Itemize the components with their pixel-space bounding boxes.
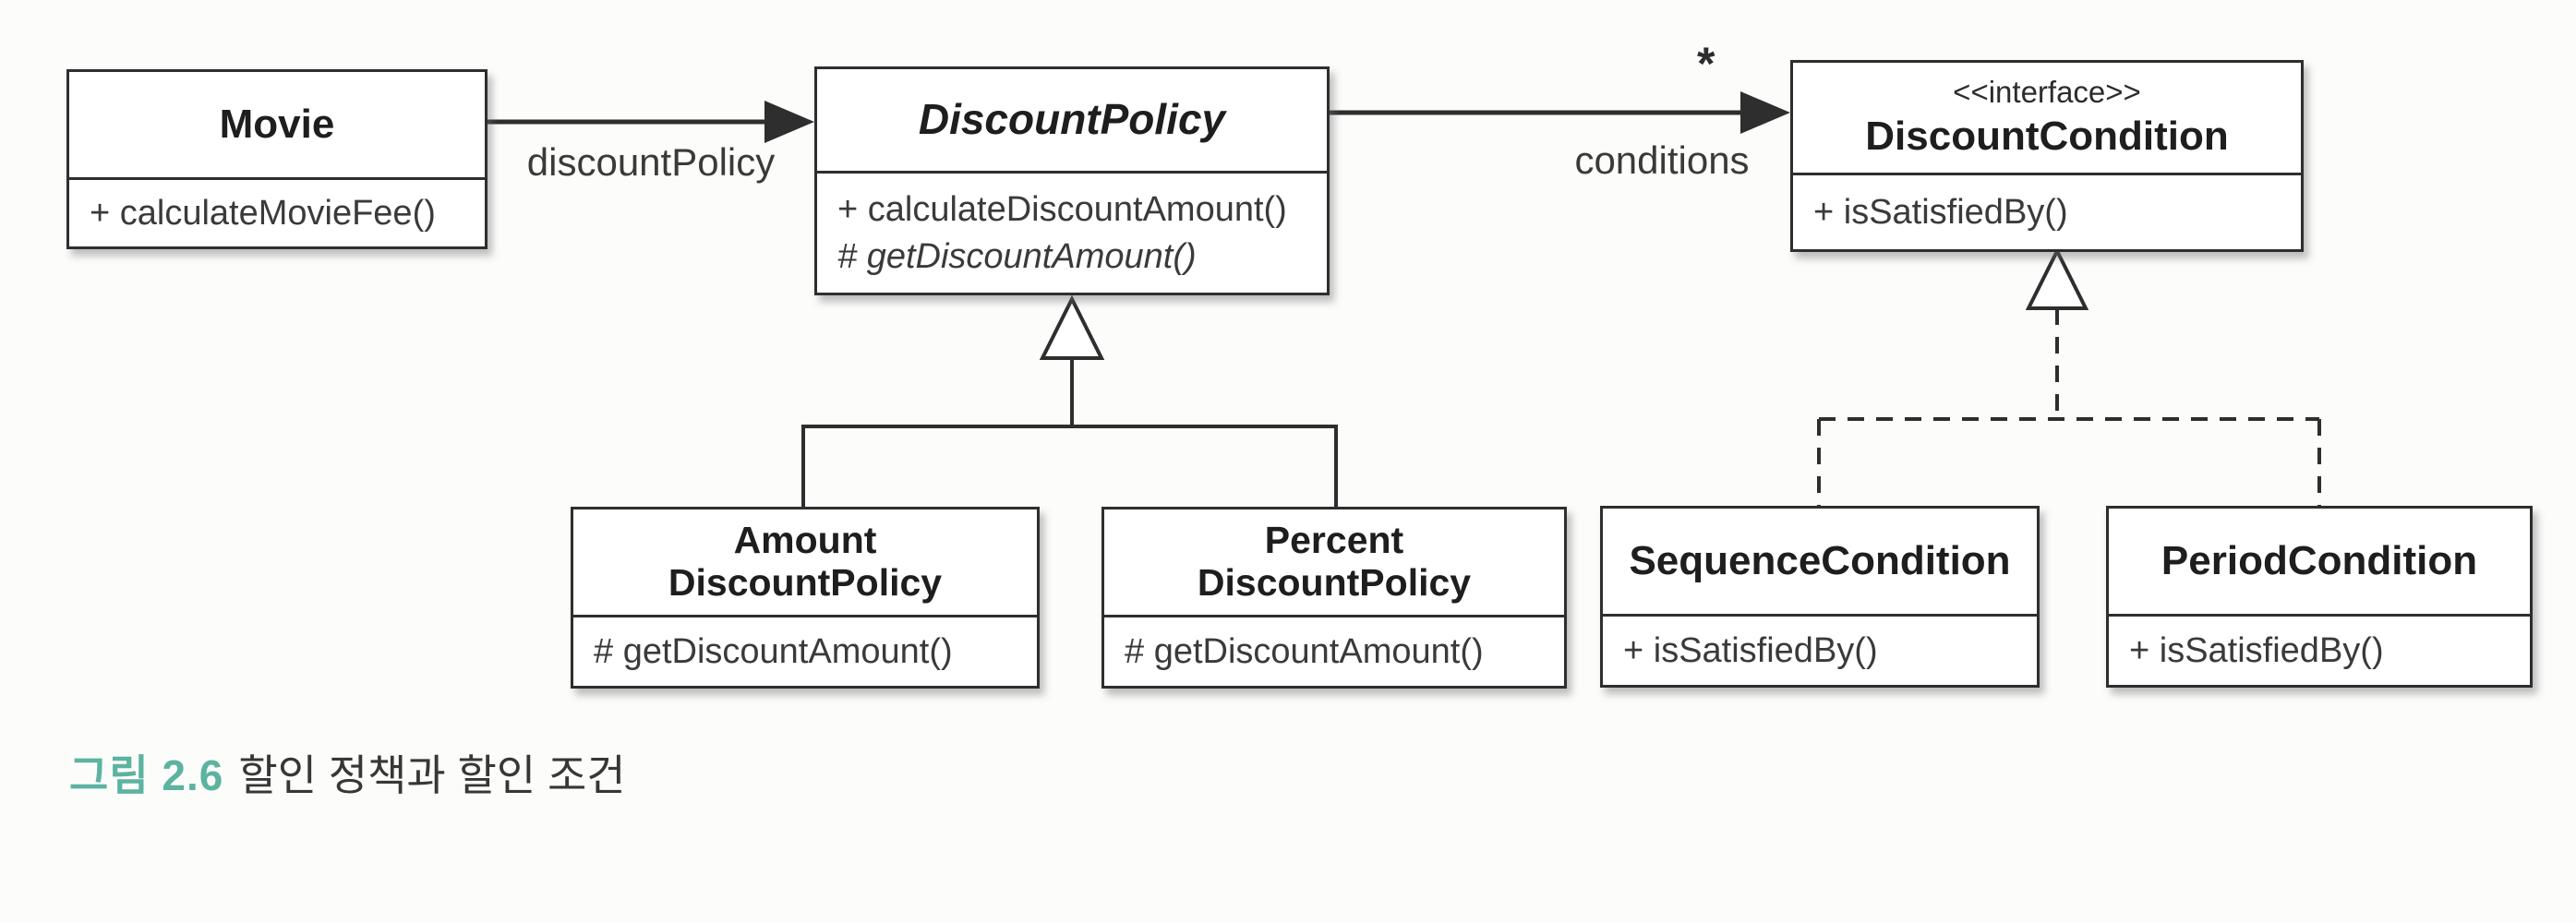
class-box-movie: Movie + calculateMovieFee() bbox=[66, 69, 488, 249]
figure-caption-label: 그림 2.6 bbox=[69, 751, 224, 799]
arrowhead-icon bbox=[1740, 91, 1790, 134]
class-name: Amount DiscountPolicy bbox=[573, 509, 1037, 617]
class-method: # getDiscountAmount() bbox=[837, 236, 1197, 276]
class-box-sequence-condition: SequenceCondition + isSatisfiedBy() bbox=[1600, 506, 2040, 688]
class-name: SequenceCondition bbox=[1603, 509, 2037, 617]
class-methods: # getDiscountAmount() bbox=[1104, 617, 1564, 686]
class-box-period-condition: PeriodCondition + isSatisfiedBy() bbox=[2106, 506, 2533, 688]
class-box-discount-policy: DiscountPolicy + calculateDiscountAmount… bbox=[814, 66, 1330, 295]
association-label-discountpolicy: discountPolicy bbox=[526, 140, 776, 184]
class-method: # getDiscountAmount() bbox=[1125, 631, 1484, 671]
figure-caption: 그림 2.6 할인 정책과 할인 조건 bbox=[69, 742, 626, 803]
generalization-triangle-icon bbox=[1039, 294, 1105, 360]
class-method: + calculateDiscountAmount() bbox=[837, 190, 1287, 230]
class-method: + isSatisfiedBy() bbox=[1623, 630, 1878, 670]
class-methods: + calculateDiscountAmount() # getDiscoun… bbox=[817, 174, 1327, 293]
class-box-discount-condition: <<interface>> DiscountCondition + isSati… bbox=[1790, 60, 2304, 252]
class-name: DiscountCondition bbox=[1865, 114, 2229, 160]
class-stereotype: <<interface>> bbox=[1953, 75, 2141, 110]
multiplicity-star: * bbox=[1697, 38, 1715, 90]
figure-caption-text: 할인 정책과 할인 조건 bbox=[238, 751, 626, 799]
class-method: # getDiscountAmount() bbox=[594, 631, 953, 671]
generalization-discountpolicy-subclasses bbox=[801, 294, 1338, 509]
class-method: + isSatisfiedBy() bbox=[1813, 192, 2068, 232]
class-name: Movie bbox=[69, 72, 485, 180]
association-movie-discountpolicy bbox=[488, 101, 814, 143]
class-methods: + isSatisfiedBy() bbox=[1603, 617, 2037, 685]
class-box-amount-discount-policy: Amount DiscountPolicy # getDiscountAmoun… bbox=[571, 507, 1040, 689]
association-label-conditions: conditions bbox=[1574, 138, 1750, 182]
class-name: PeriodCondition bbox=[2109, 509, 2530, 617]
class-header: <<interface>> DiscountCondition bbox=[1793, 63, 2301, 175]
arrowhead-icon bbox=[764, 101, 814, 143]
class-box-percent-discount-policy: Percent DiscountPolicy # getDiscountAmou… bbox=[1101, 507, 1567, 689]
realization-discountcondition-implementations bbox=[1817, 246, 2321, 508]
class-method: + isSatisfiedBy() bbox=[2129, 630, 2384, 670]
class-name: Percent DiscountPolicy bbox=[1104, 509, 1564, 617]
class-method: + calculateMovieFee() bbox=[90, 193, 436, 233]
association-discountpolicy-discountcondition bbox=[1330, 91, 1790, 134]
class-name-line1: Percent bbox=[1264, 519, 1404, 562]
class-name-line2: DiscountPolicy bbox=[1197, 561, 1472, 604]
realization-triangle-icon bbox=[2025, 246, 2089, 310]
class-methods: + isSatisfiedBy() bbox=[1793, 175, 2301, 249]
class-name-line1: Amount bbox=[733, 519, 877, 562]
class-methods: # getDiscountAmount() bbox=[573, 617, 1037, 686]
class-methods: + calculateMovieFee() bbox=[69, 180, 485, 246]
class-name: DiscountPolicy bbox=[817, 69, 1327, 174]
class-name-line2: DiscountPolicy bbox=[668, 561, 943, 604]
class-methods: + isSatisfiedBy() bbox=[2109, 617, 2530, 685]
